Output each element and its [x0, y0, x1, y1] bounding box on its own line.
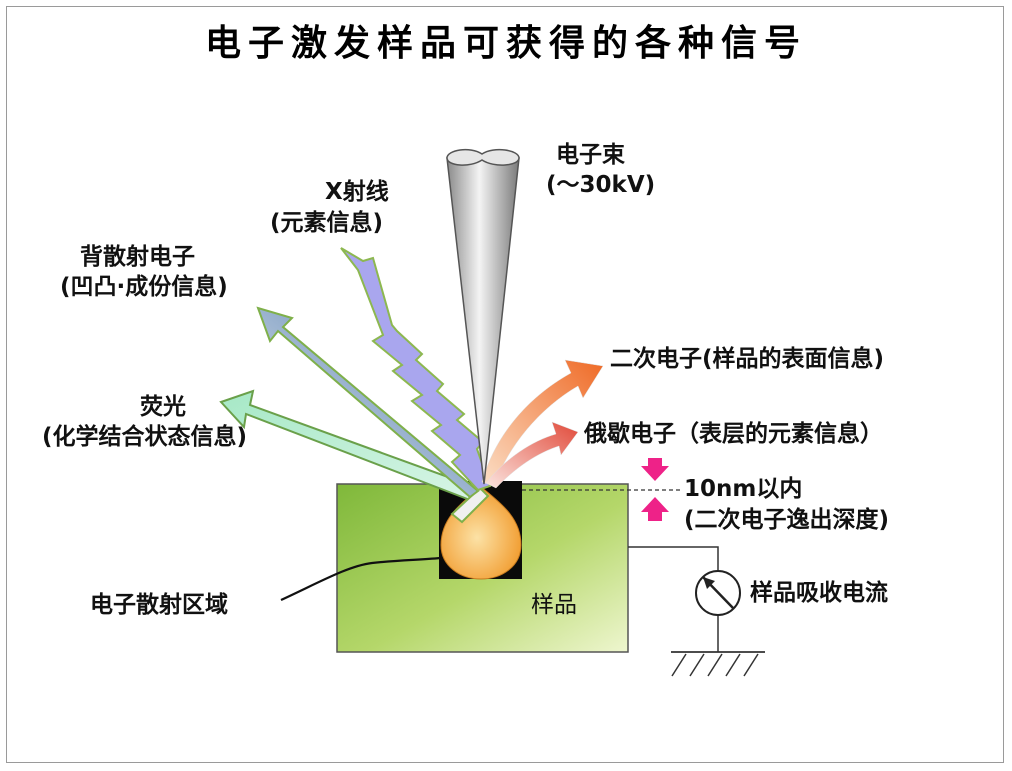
- fluorescence-arrow: [219, 389, 483, 502]
- page-title: 电子激发样品可获得的各种信号: [205, 22, 807, 64]
- absorb-current-circuit: [628, 546, 765, 677]
- sample-label: 样品: [531, 592, 577, 618]
- electron-beam-voltage-label: (～30kV): [546, 172, 655, 198]
- slide-frame: [6, 6, 1004, 763]
- secondary-electron-label: 二次电子(样品的表面信息): [610, 345, 884, 372]
- electron-beam: [446, 148, 520, 485]
- depth-marker: [641, 458, 669, 521]
- fluorescence-label: 荧光: [140, 393, 186, 420]
- escape-depth-label: 10nm以内: [684, 476, 802, 502]
- electron-beam-label: 电子束: [556, 142, 626, 168]
- backscatter-info-label: (凹凸·成份信息): [60, 273, 228, 300]
- scatter-region-label: 电子散射区域: [90, 591, 228, 618]
- fluorescence-info-label: (化学结合状态信息): [42, 423, 247, 450]
- auger-electron-label: 俄歇电子（表层的元素信息）: [583, 420, 883, 447]
- backscatter-arrow: [256, 306, 490, 524]
- xray-arrow: [340, 247, 492, 492]
- scatter-region-leader: [280, 556, 441, 601]
- auger-electron-arrow: [485, 421, 579, 489]
- escape-depth-info-label: (二次电子逸出深度): [684, 506, 889, 533]
- backscatter-label: 背散射电子: [80, 243, 195, 270]
- ammeter-icon: [695, 570, 741, 616]
- xray-info-label: (元素信息): [270, 209, 383, 236]
- absorb-current-label: 样品吸收电流: [750, 579, 888, 606]
- xray-label: X射线: [325, 178, 389, 205]
